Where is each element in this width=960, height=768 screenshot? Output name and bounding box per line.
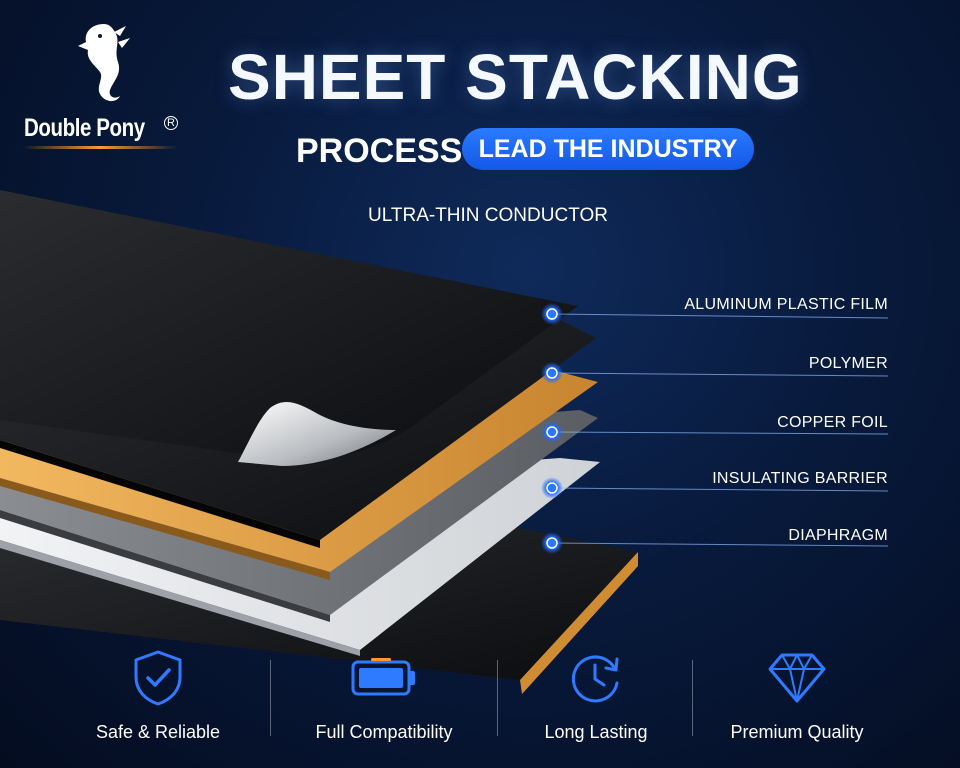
feature-divider — [692, 660, 693, 736]
brand-logo: Double Pony R — [18, 20, 188, 160]
feature-full-compatibility: Full Compatibility — [284, 648, 484, 743]
feature-label: Premium Quality — [730, 722, 864, 742]
brand-name: Double Pony — [24, 114, 145, 142]
layer-label-copper-foil: COPPER FOIL — [777, 414, 888, 431]
feature-divider — [270, 660, 271, 736]
feature-label: Safe & Reliable — [95, 722, 221, 742]
shield-check-icon — [134, 650, 182, 706]
diamond-icon — [768, 653, 826, 703]
layer-label-insulating-barrier: INSULATING BARRIER — [712, 470, 888, 487]
process-text: PROCESS — [296, 132, 463, 170]
feature-label: Long Lasting — [544, 722, 648, 742]
aluminum-film-sheet — [0, 190, 578, 462]
layer-marker-dots — [541, 303, 563, 554]
layer-label-aluminum-plastic-film: ALUMINUM PLASTIC FILM — [684, 296, 888, 313]
seahorse-icon — [78, 24, 130, 102]
logo-glow-line — [22, 146, 178, 149]
layer-label-diaphragm: DIAPHRAGM — [788, 527, 888, 544]
registered-mark: R — [164, 116, 178, 130]
subtitle: ULTRA-THIN CONDUCTOR — [368, 205, 608, 226]
feature-label: Full Compatibility — [315, 722, 453, 742]
lead-industry-badge: LEAD THE INDUSTRY — [462, 128, 754, 170]
page-title: SHEET STACKING — [228, 41, 803, 113]
feature-safe-reliable: Safe & Reliable — [58, 648, 258, 743]
feature-premium-quality: Premium Quality — [697, 648, 897, 743]
feature-long-lasting: Long Lasting — [496, 648, 696, 743]
feature-divider — [497, 660, 498, 736]
peeled-corner — [238, 401, 396, 466]
clock-refresh-icon — [571, 655, 619, 703]
battery-icon — [351, 658, 415, 696]
layer-label-polymer: POLYMER — [808, 355, 888, 372]
